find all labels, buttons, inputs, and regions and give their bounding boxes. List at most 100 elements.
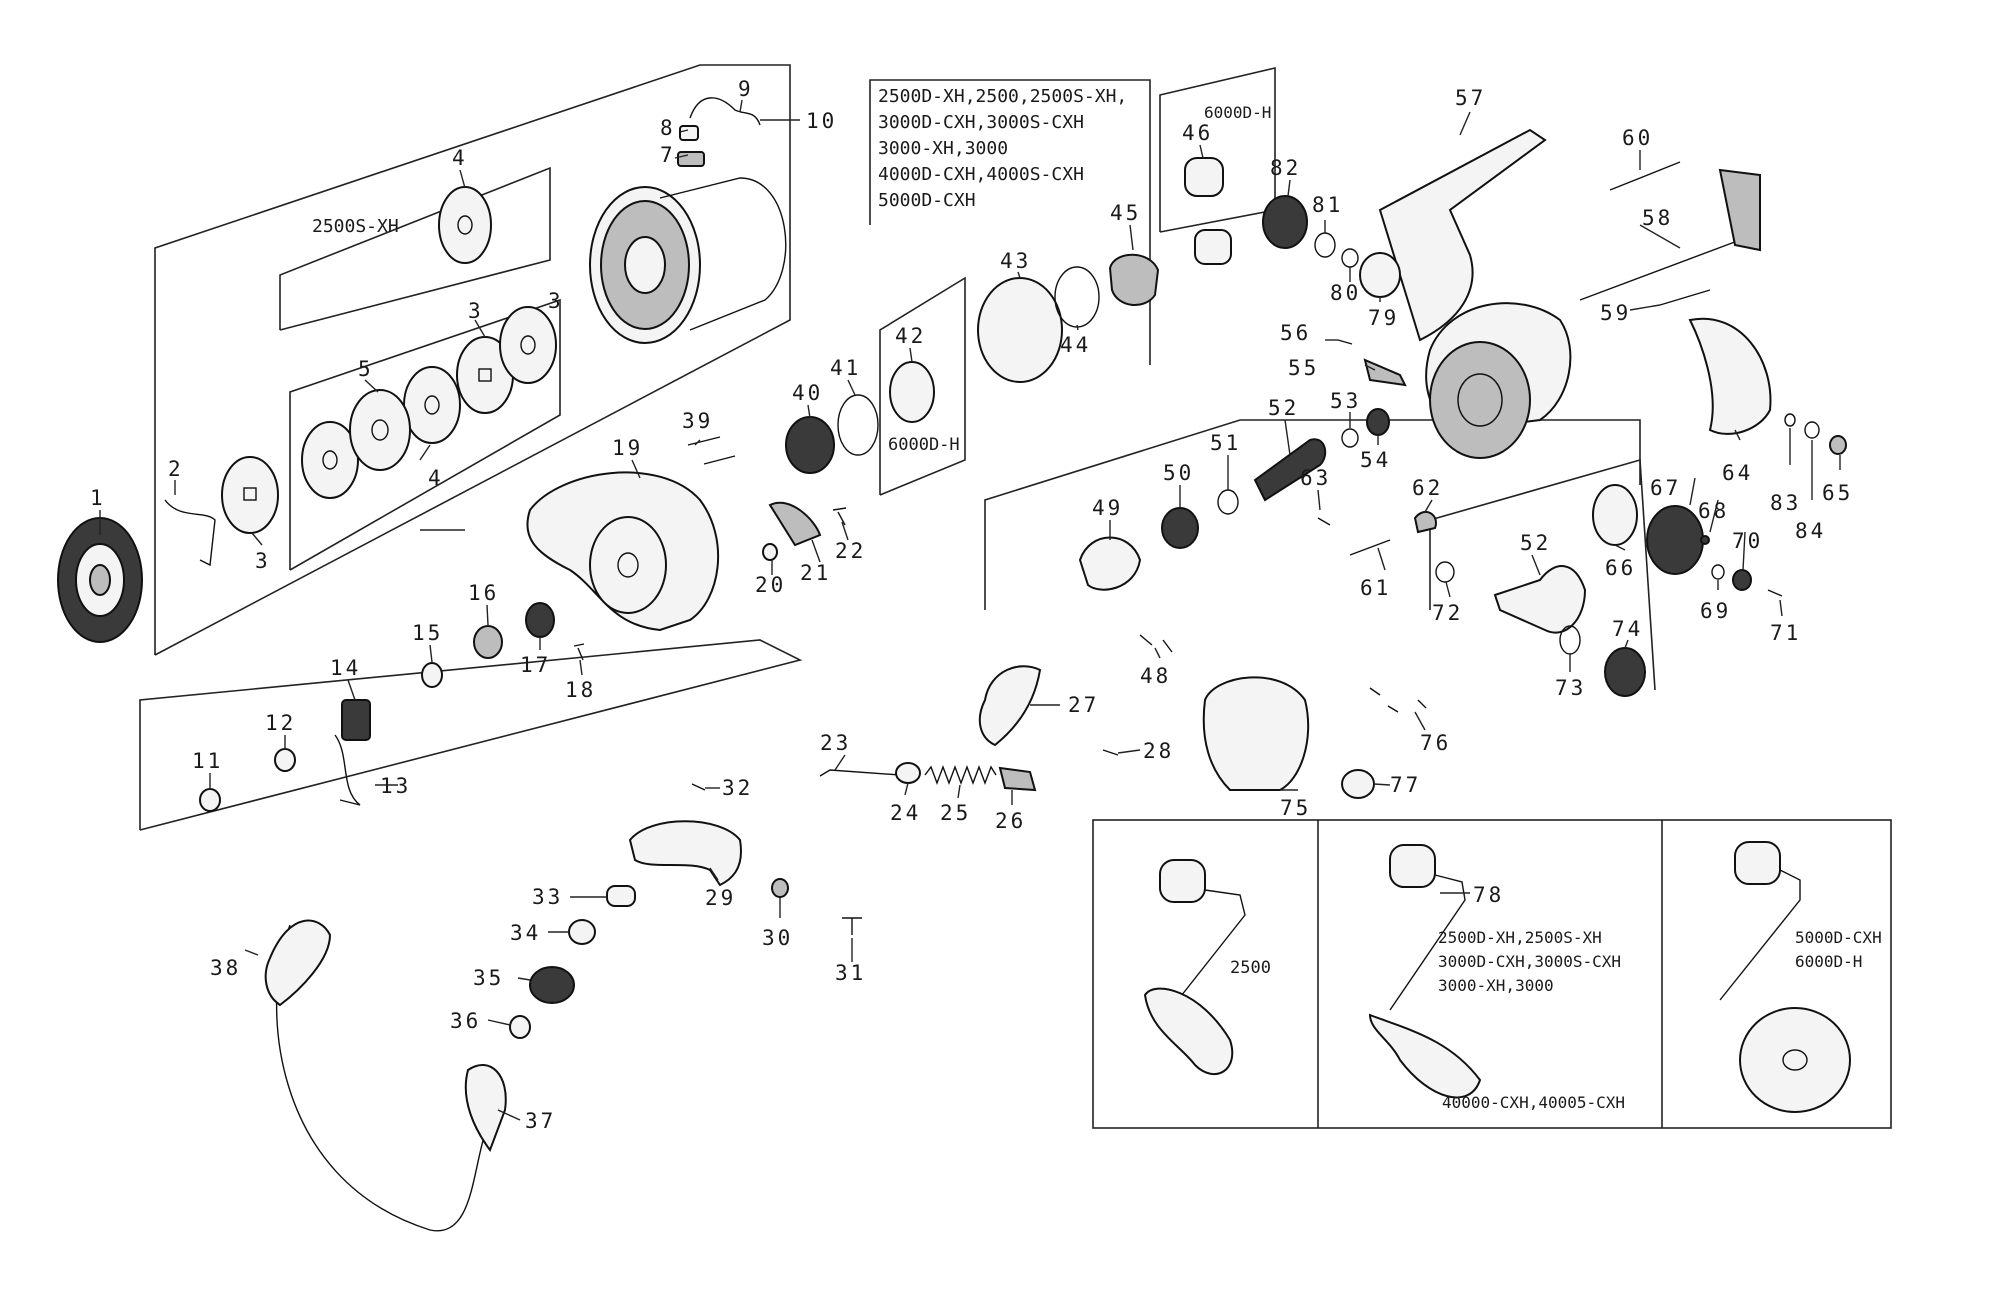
- nut-45-part: [1108, 253, 1160, 307]
- drive-gear-52-part: [1493, 565, 1587, 634]
- washer-4-part: [438, 186, 492, 264]
- collar-53-part: [1341, 428, 1359, 448]
- spring-13-part: [334, 734, 361, 806]
- bearing-79-part: [1359, 252, 1401, 298]
- bushing-46-part: [1184, 157, 1224, 197]
- washer-variant-label: 6000D-H: [888, 435, 960, 455]
- part-number: 52: [1520, 531, 1551, 555]
- handle-model-line: 3000D-CXH,3000S-CXH: [1438, 952, 1621, 971]
- bearing-50-part: [1161, 507, 1199, 549]
- handle-model-line: 5000D-CXH: [1795, 928, 1882, 947]
- drag-knob-part: [57, 517, 143, 643]
- pin-63-part: [1317, 517, 1331, 526]
- part-number: 70: [1732, 529, 1763, 553]
- part-number: 74: [1612, 617, 1643, 641]
- part-number: 80: [1330, 281, 1361, 305]
- part-number: 19: [612, 436, 643, 460]
- washer-42-part: [889, 361, 935, 423]
- part-number: 26: [995, 809, 1026, 833]
- part-number: 79: [1368, 306, 1399, 330]
- side-cover-75-part: [1202, 676, 1310, 791]
- part-number: 81: [1312, 193, 1343, 217]
- spring-25-part: [924, 765, 997, 785]
- bail-arm-27-part: [978, 665, 1042, 747]
- plate-43-part: [977, 277, 1063, 383]
- rotor-model-line: 2500D-XH,2500,2500S-XH,: [878, 86, 1127, 107]
- collar-24-part: [895, 762, 921, 784]
- line-roller-21-part: [768, 501, 822, 547]
- part-number: 59: [1600, 301, 1631, 325]
- shaft-58-part: [1579, 239, 1741, 301]
- part-number: 36: [450, 1009, 481, 1033]
- gear-group-box: [1429, 458, 1656, 691]
- part-number: 53: [1330, 389, 1361, 413]
- part-number: 51: [1210, 431, 1241, 455]
- part-number: 64: [1722, 461, 1753, 485]
- seal-41-part: [837, 394, 879, 456]
- part-number: 22: [835, 539, 866, 563]
- part-number: 69: [1700, 599, 1731, 623]
- part-number: 34: [510, 921, 541, 945]
- cover-64-part: [1688, 317, 1772, 435]
- part-number: 37: [525, 1109, 556, 1133]
- part-number: 54: [1360, 448, 1391, 472]
- spool-group-box: [154, 64, 791, 656]
- part-number: 4: [452, 146, 468, 170]
- washer-83-part: [1784, 413, 1796, 427]
- part-number: 16: [468, 581, 499, 605]
- rotor-model-line: 3000D-CXH,3000S-CXH: [878, 112, 1084, 133]
- collar-80-part: [1341, 248, 1359, 268]
- part-number: 49: [1092, 496, 1123, 520]
- screw-18-part: [573, 643, 585, 661]
- part-number: 28: [1143, 739, 1174, 763]
- part-number: 45: [1110, 201, 1141, 225]
- part-number: 65: [1822, 481, 1853, 505]
- handle-panel-2-labels: 2500D-XH,2500S-XH 3000D-CXH,3000S-CXH 30…: [1438, 928, 1625, 1112]
- slider-arm-part: [1718, 168, 1761, 252]
- collar-69-part: [1711, 564, 1725, 580]
- part-number: 15: [412, 621, 443, 645]
- pinion-52-part: [1253, 438, 1327, 502]
- part-number: 21: [800, 561, 831, 585]
- part-number: 82: [1270, 156, 1301, 180]
- part-number: 29: [705, 886, 736, 910]
- part-number: 40: [792, 381, 823, 405]
- bushing-46b-part: [1194, 229, 1232, 265]
- plate-49-part: [1078, 536, 1142, 591]
- part-number: 48: [1140, 664, 1171, 688]
- seal-51-part: [1217, 489, 1239, 515]
- collar-36-part: [509, 1015, 531, 1039]
- washer-77-part: [1341, 769, 1375, 799]
- rotor-part: [526, 471, 720, 632]
- bearing-74-part: [1604, 647, 1646, 697]
- washer-carbon-part: [301, 421, 359, 499]
- seal-72-part: [1435, 561, 1455, 583]
- screw-71-part: [1767, 589, 1783, 597]
- part-number: 77: [1390, 773, 1421, 797]
- handle-model-line: 6000D-H: [1795, 952, 1862, 971]
- handle-model-line: 2500D-XH,2500S-XH: [1438, 928, 1602, 947]
- bail-arm-38-part: [264, 919, 332, 1007]
- part-number: 13: [380, 774, 411, 798]
- washer-4b-part: [403, 366, 461, 444]
- seal-44-part: [1054, 266, 1100, 328]
- rotor-model-line: 4000D-CXH,4000S-CXH: [878, 164, 1084, 185]
- oscillation-59-part: [1659, 289, 1711, 306]
- screw-48-part: [1139, 634, 1173, 653]
- cap-82-part: [1262, 195, 1308, 249]
- part-number: 14: [330, 656, 361, 680]
- rotor-model-line: 3000-XH,3000: [878, 138, 1008, 159]
- part-number: 4: [428, 466, 444, 490]
- part-number: 50: [1163, 461, 1194, 485]
- washer-6000dh-box: [879, 276, 966, 496]
- washer-66-part: [1592, 484, 1638, 546]
- shaft-61-part: [1349, 539, 1391, 556]
- screw-76-part: [1369, 687, 1427, 713]
- part-number: 68: [1698, 499, 1729, 523]
- gear-67-part: [1646, 505, 1704, 575]
- screw-56-part: [1337, 339, 1353, 345]
- part-number: 30: [762, 926, 793, 950]
- collar-20-part: [762, 543, 778, 561]
- washer-15-part: [421, 662, 443, 688]
